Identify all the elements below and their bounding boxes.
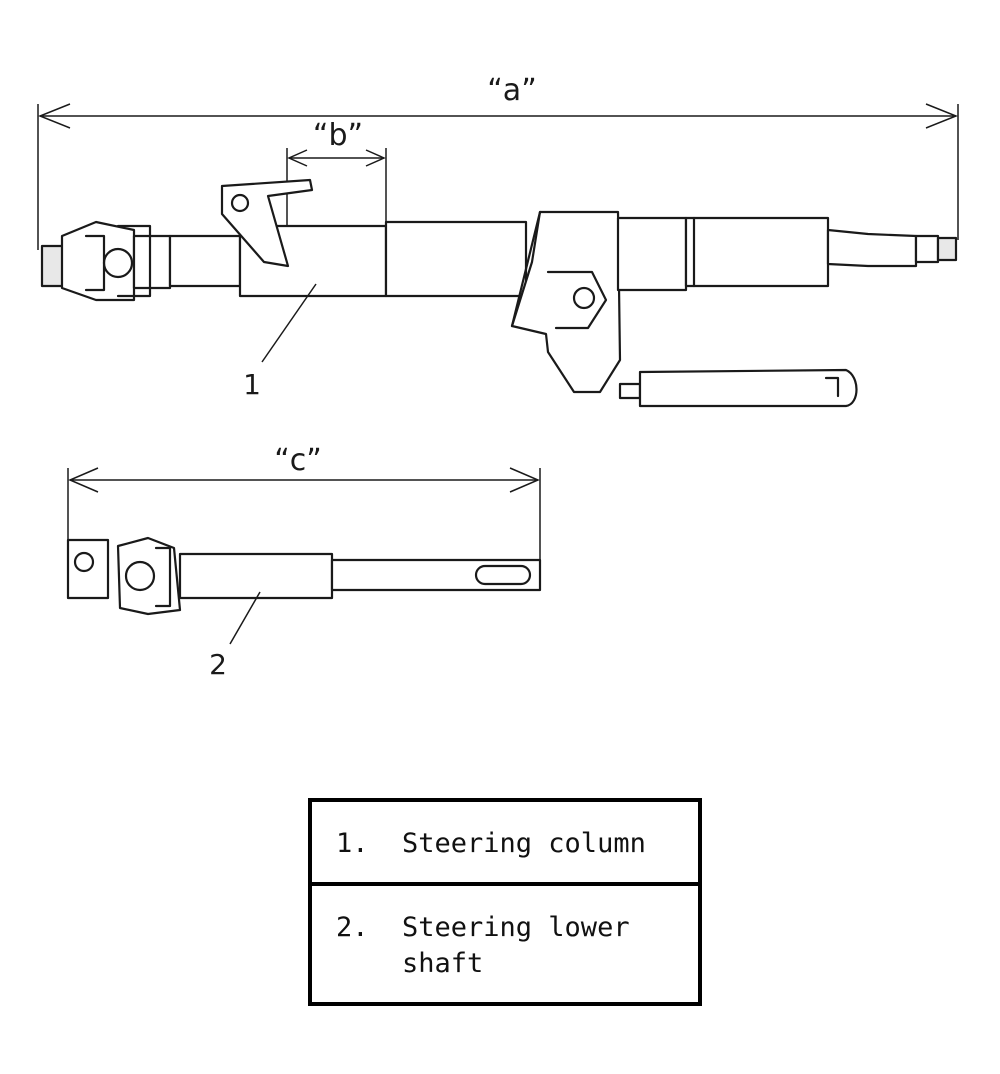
steering-diagram: “a” “b” [37,73,959,681]
dimension-a: “a” [37,73,959,250]
parts-legend: 1. Steering column 2. Steering lower sha… [308,798,702,1006]
dimension-a-label: “a” [487,73,536,108]
legend-label: Steering lower shaft [402,912,630,979]
callout-part-1: 1 [243,368,261,401]
steering-column: 1 [40,178,958,408]
dimension-b-label: “b” [313,118,363,153]
legend-row-2: 2. Steering lower shaft [312,882,698,1002]
legend-number: 1. [336,828,369,859]
legend-row-1: 1. Steering column [312,802,698,882]
tilt-lever [618,368,858,408]
upper-universal-joint [40,220,172,302]
steering-lower-shaft: 2 [66,536,542,681]
lower-universal-joint [66,536,182,616]
dimension-c-label: “c” [274,443,322,478]
dimension-b: “b” [286,118,387,270]
legend-label: Steering column [402,828,646,859]
legend-number: 2. [336,912,369,943]
callout-part-2: 2 [209,648,227,681]
